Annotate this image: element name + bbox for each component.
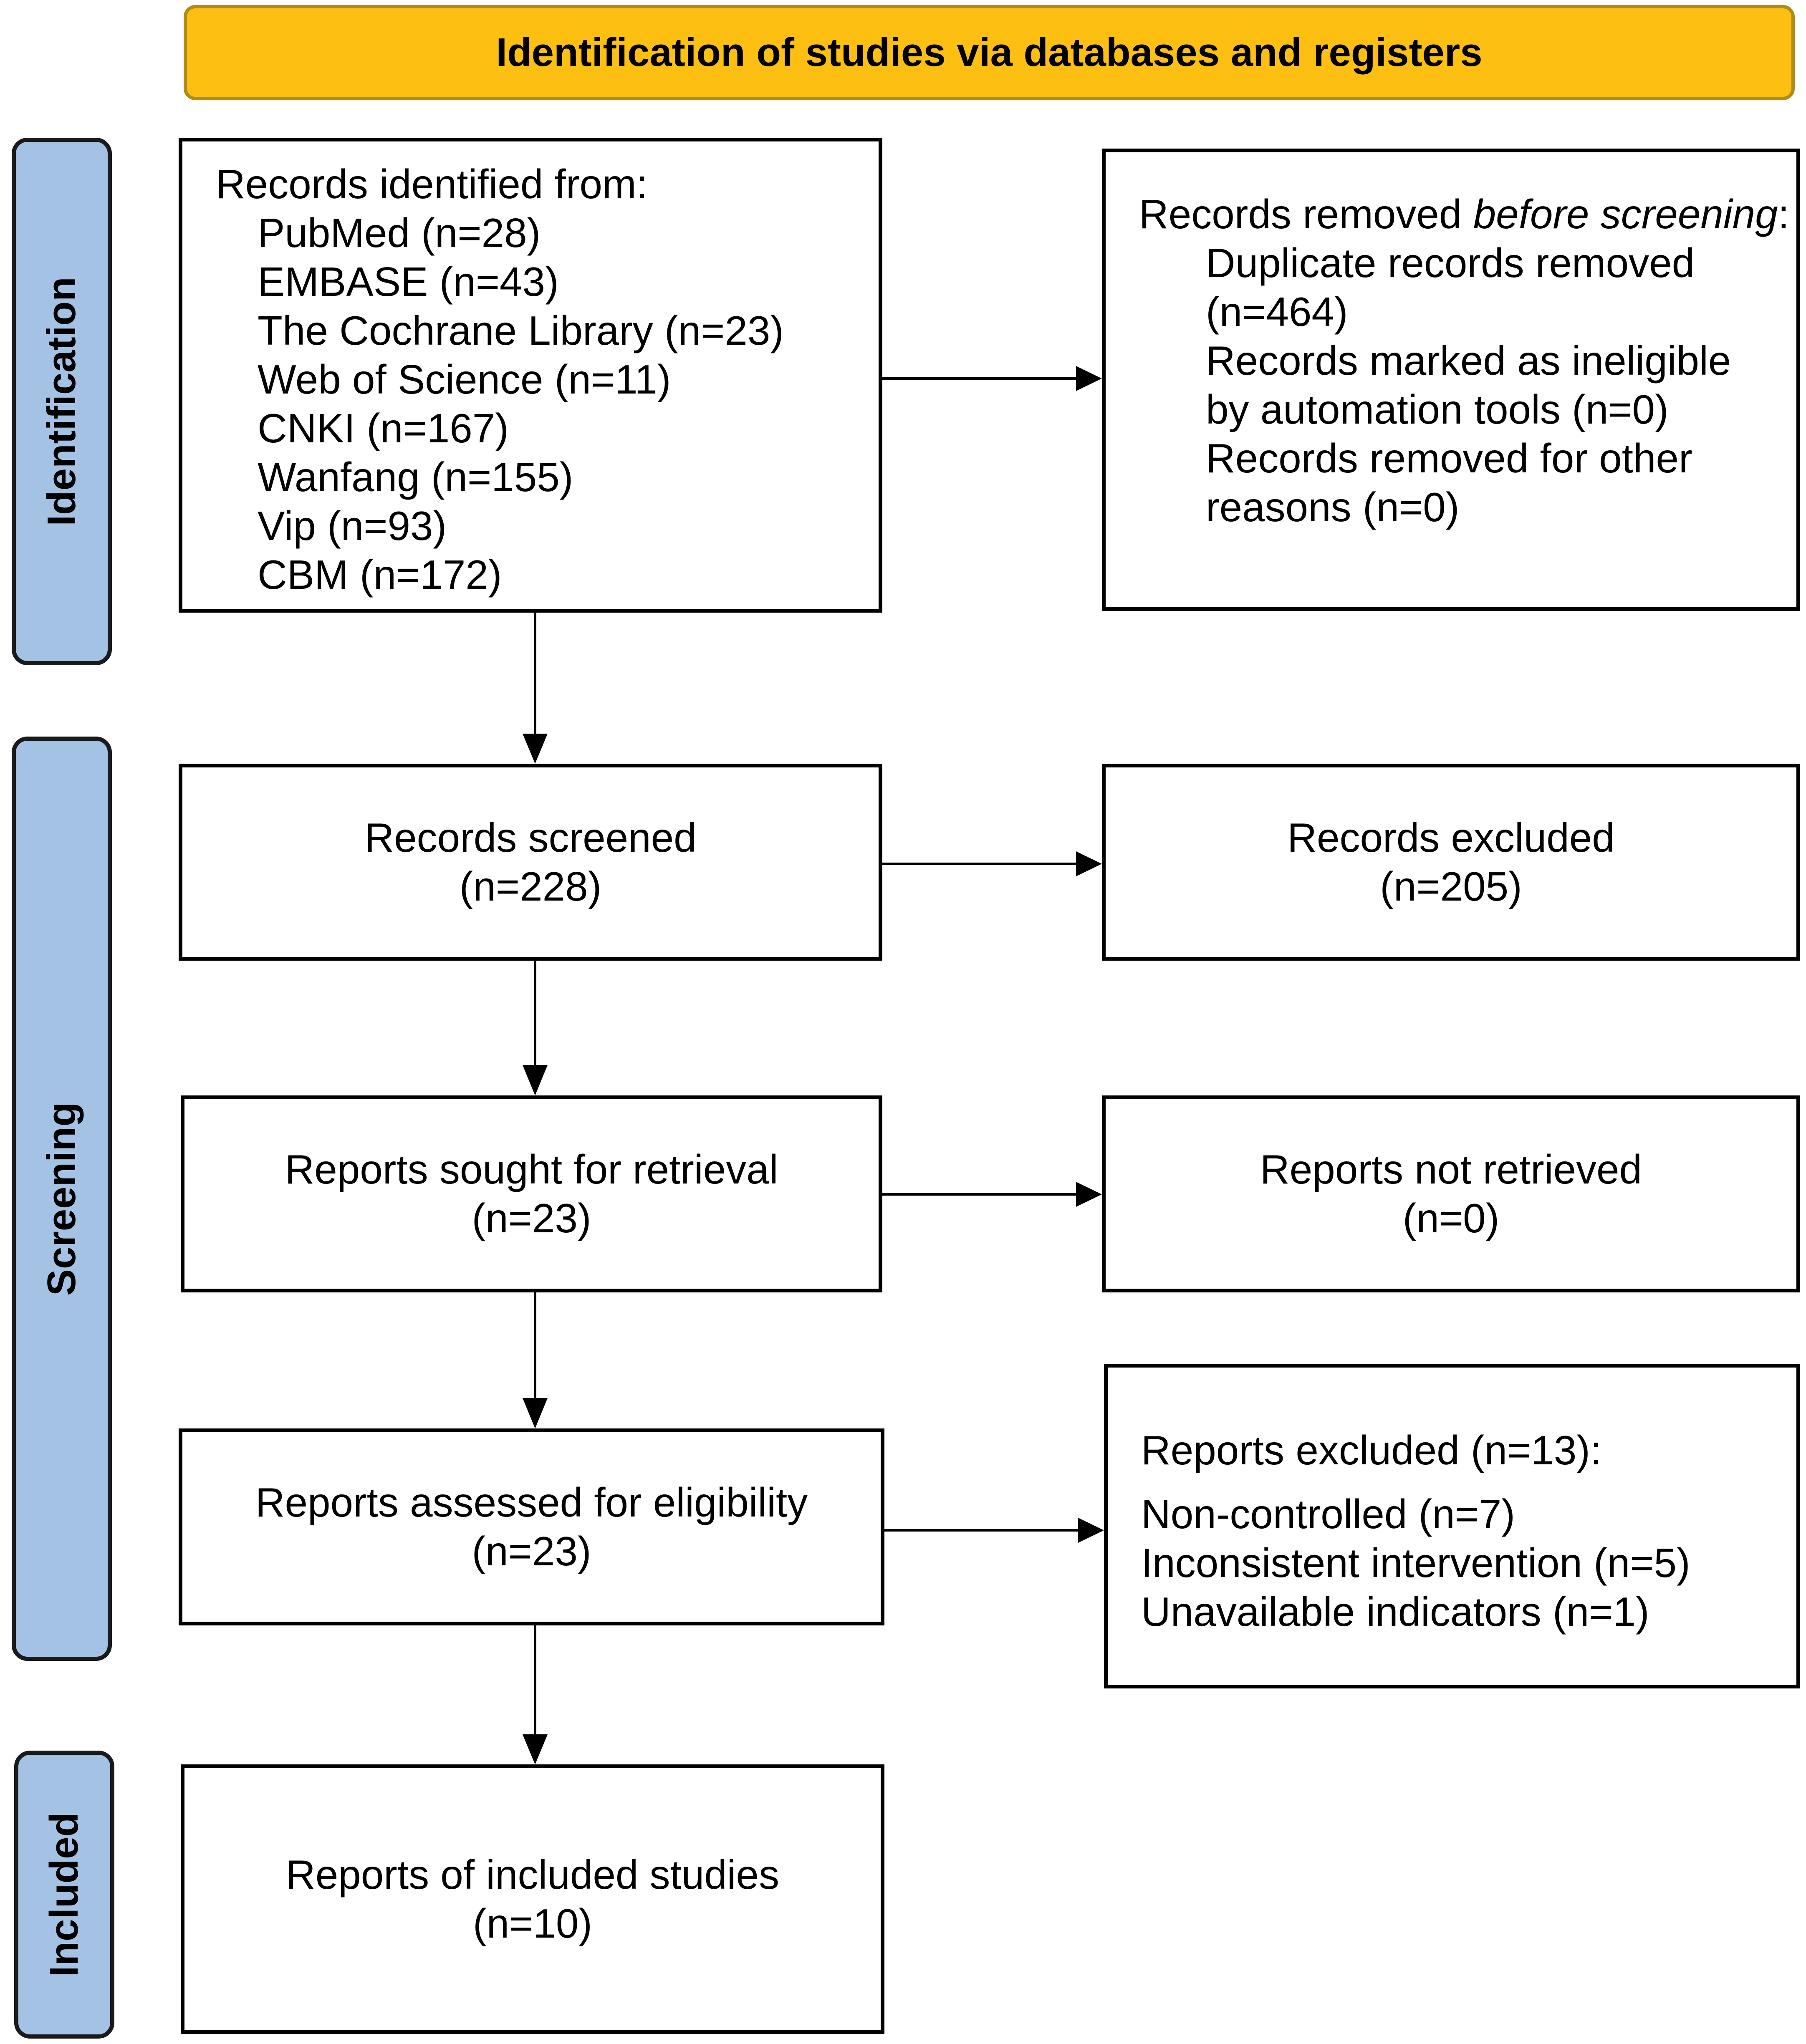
- reports-assessed-count: (n=23): [472, 1528, 591, 1574]
- removed-item: Records removed for other: [1206, 435, 1692, 481]
- source-item: Wanfang (n=155): [258, 454, 573, 500]
- included-studies-count: (n=10): [472, 1900, 592, 1946]
- arrowhead: [523, 1734, 548, 1764]
- source-item: The Cochrane Library (n=23): [258, 308, 784, 353]
- phase-included: Included: [14, 1751, 114, 2039]
- arrowhead: [1076, 366, 1102, 391]
- reports-sought-label: Reports sought for retrieval: [285, 1146, 778, 1192]
- source-item: Web of Science (n=11): [258, 356, 671, 402]
- records-screened-label: Records screened: [364, 815, 697, 860]
- source-item: Vip (n=93): [258, 503, 447, 549]
- source-item: EMBASE (n=43): [258, 259, 559, 305]
- arrowhead: [523, 1065, 548, 1095]
- records-removed-title-italic: before screening: [1473, 191, 1778, 237]
- reports-sought-count: (n=23): [472, 1195, 591, 1241]
- records-identified-title: Records identified from:: [216, 161, 648, 207]
- source-item: CNKI (n=167): [258, 405, 509, 451]
- records-screened-box: Records screened (n=228): [179, 764, 882, 961]
- arrowhead: [523, 734, 548, 764]
- records-excluded-box: Records excluded (n=205): [1102, 764, 1800, 961]
- records-excluded-count: (n=205): [1380, 863, 1522, 909]
- records-removed-title-prefix: Records removed: [1139, 191, 1473, 237]
- removed-item: (n=464): [1206, 289, 1348, 335]
- removed-item: Duplicate records removed: [1206, 240, 1695, 286]
- arrowhead: [1076, 851, 1102, 876]
- removed-item: by automation tools (n=0): [1206, 386, 1669, 432]
- exclusion-reason: Non-controlled (n=7): [1141, 1491, 1516, 1537]
- records-removed-title: Records removed before screening:: [1139, 190, 1796, 239]
- exclusion-reason: Inconsistent intervention (n=5): [1141, 1540, 1690, 1586]
- records-removed-title-suffix: :: [1778, 191, 1789, 237]
- source-list: PubMed (n=28) EMBASE (n=43) The Cochrane…: [216, 209, 879, 599]
- reports-excluded-box: Reports excluded (n=13): Non-controlled …: [1104, 1364, 1800, 1688]
- reports-sought-box: Reports sought for retrieval (n=23): [181, 1095, 882, 1292]
- reports-not-retrieved-count: (n=0): [1402, 1195, 1500, 1241]
- reports-not-retrieved-box: Reports not retrieved (n=0): [1102, 1095, 1800, 1292]
- records-excluded-label: Records excluded: [1287, 815, 1615, 860]
- removed-item: Records marked as ineligible: [1206, 338, 1731, 384]
- reports-not-retrieved-label: Reports not retrieved: [1260, 1146, 1642, 1192]
- source-item: CBM (n=172): [258, 552, 502, 598]
- records-removed-box: Records removed before screening: Duplic…: [1102, 149, 1800, 611]
- exclusion-reason: Unavailable indicators (n=1): [1141, 1589, 1649, 1635]
- arrowhead: [1078, 1518, 1104, 1543]
- header-banner: Identification of studies via databases …: [184, 5, 1795, 100]
- phase-screening: Screening: [12, 737, 112, 1661]
- reports-assessed-label: Reports assessed for eligibility: [255, 1479, 808, 1525]
- reports-assessed-box: Reports assessed for eligibility (n=23): [179, 1428, 884, 1625]
- removed-list: Duplicate records removed (n=464) Record…: [1139, 239, 1796, 532]
- removed-item: reasons (n=0): [1206, 484, 1460, 530]
- arrowhead: [523, 1398, 548, 1428]
- records-screened-count: (n=228): [459, 863, 602, 909]
- records-identified-box: Records identified from: PubMed (n=28) E…: [179, 138, 882, 613]
- arrowhead: [1076, 1182, 1102, 1207]
- header-title: Identification of studies via databases …: [496, 30, 1483, 75]
- reports-excluded-title: Reports excluded (n=13):: [1141, 1427, 1602, 1473]
- included-studies-label: Reports of included studies: [285, 1852, 780, 1898]
- phase-identification: Identification: [12, 138, 112, 665]
- exclusion-reason-list: Non-controlled (n=7) Inconsistent interv…: [1141, 1490, 1796, 1636]
- source-item: PubMed (n=28): [258, 210, 541, 256]
- included-studies-box: Reports of included studies (n=10): [181, 1764, 884, 2034]
